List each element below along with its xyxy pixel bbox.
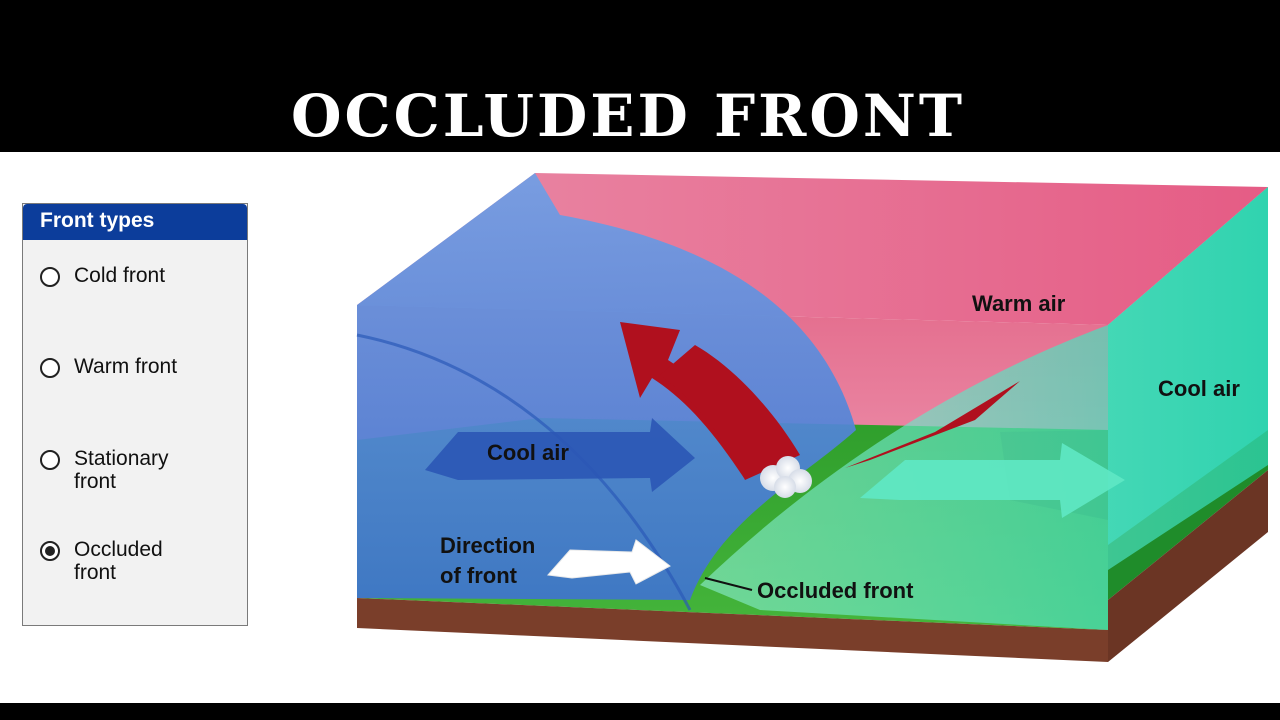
direction-label-line2: of front: [440, 563, 518, 588]
radio-selected-icon[interactable]: [40, 541, 60, 561]
option-label: Cold front: [74, 264, 166, 287]
option-label-line1: Occluded: [74, 538, 163, 561]
option-label-line1: Stationary: [74, 447, 169, 470]
radio-icon[interactable]: [40, 267, 60, 287]
cold-air-inner-boundary: [356, 333, 692, 611]
panel-header: Front types: [23, 204, 247, 240]
option-label-line2: front: [74, 561, 117, 584]
cool-air-arrow-right: [860, 443, 1125, 518]
cloud-icon: [760, 456, 812, 498]
option-stationary-front[interactable]: Stationary front: [40, 447, 204, 493]
direction-of-front-arrow: [547, 539, 671, 585]
right-face-soil: [1108, 470, 1268, 662]
radio-icon[interactable]: [40, 450, 60, 470]
bottom-bar: [0, 703, 1280, 720]
option-label: Warm front: [74, 355, 178, 378]
warm-air-label: Warm air: [972, 291, 1066, 316]
cool-air-left-label: Cool air: [487, 440, 569, 465]
option-occluded-front[interactable]: Occluded front: [40, 538, 204, 584]
soil-front: [357, 598, 1108, 662]
occluded-front-label: Occluded front: [757, 578, 914, 603]
warm-air-arrow-body: [660, 345, 800, 480]
option-label-line2: front: [74, 470, 117, 493]
direction-label-line1: Direction: [440, 533, 535, 558]
cool-air-right-label: Cool air: [1158, 376, 1240, 401]
front-types-panel: Front types Cold front Warm front Statio…: [22, 203, 248, 626]
cold-air-mass: [357, 173, 856, 600]
radio-icon[interactable]: [40, 358, 60, 378]
option-cold-front[interactable]: Cold front: [40, 264, 204, 287]
option-warm-front[interactable]: Warm front: [40, 355, 204, 378]
occluded-front-pointer: [704, 577, 753, 591]
cool-air-arrow-left: [425, 418, 695, 492]
title-bar: [0, 0, 1280, 152]
page-title: OCCLUDED FRONT: [290, 82, 966, 150]
